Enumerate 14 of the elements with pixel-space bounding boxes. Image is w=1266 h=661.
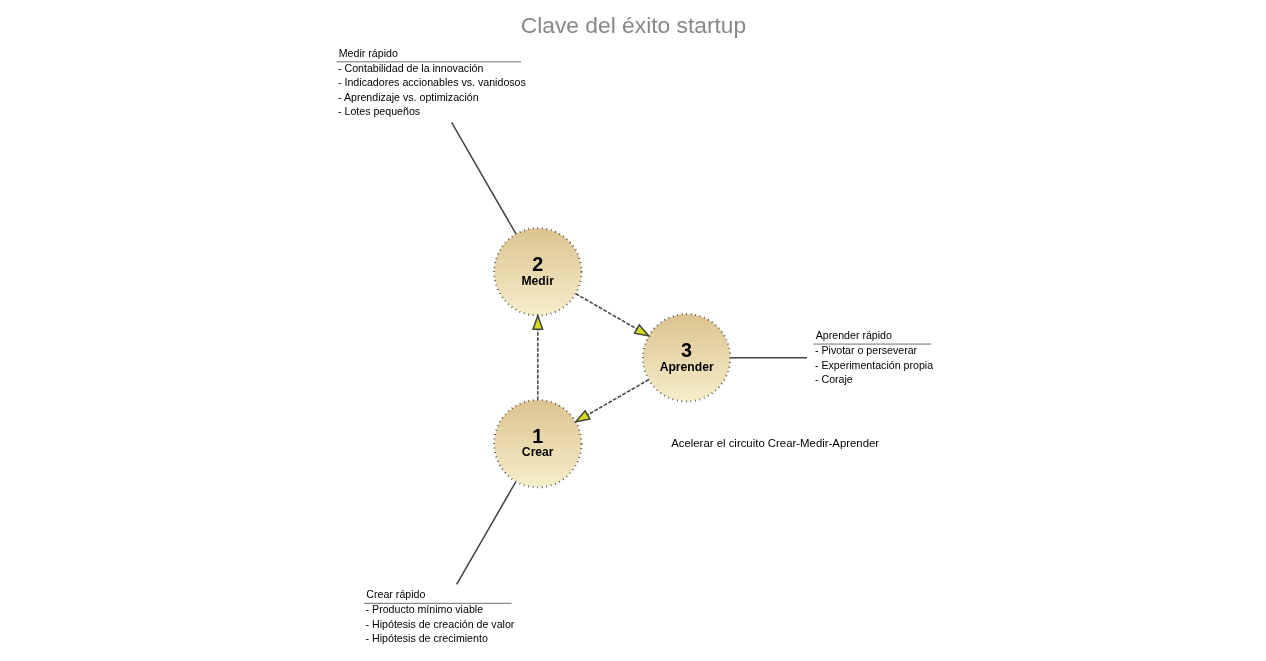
node-text: Crear rápido - Producto mínimo viable - Hipótesis de creación de valor - Hipótesis de crecimiento: [365, 588, 514, 645]
connector: [450, 121, 517, 235]
node-circle: 1 Crear: [492, 399, 582, 489]
node-circle: 2 Medir: [492, 227, 582, 317]
arrow: [574, 293, 651, 338]
connector: [455, 480, 517, 586]
arrow: [573, 378, 649, 423]
label: Acelerar el circuito Crear-Medir-Aprender: [670, 437, 879, 450]
node-text: Medir rápido - Contabilidad de la innovación - Indicadores accionables vs. vanidosos - Aprendizaje vs. optimización - Lotes pequeños: [337, 46, 526, 118]
connector: [729, 357, 808, 359]
node-circle: 3 Aprender: [641, 313, 731, 403]
arrow: [531, 313, 544, 401]
diagram-title: Clave del éxito startup: [520, 11, 746, 38]
node-text: Aprender rápido - Pivotar o perseverar - Experimentación propia - Coraje: [814, 328, 933, 385]
